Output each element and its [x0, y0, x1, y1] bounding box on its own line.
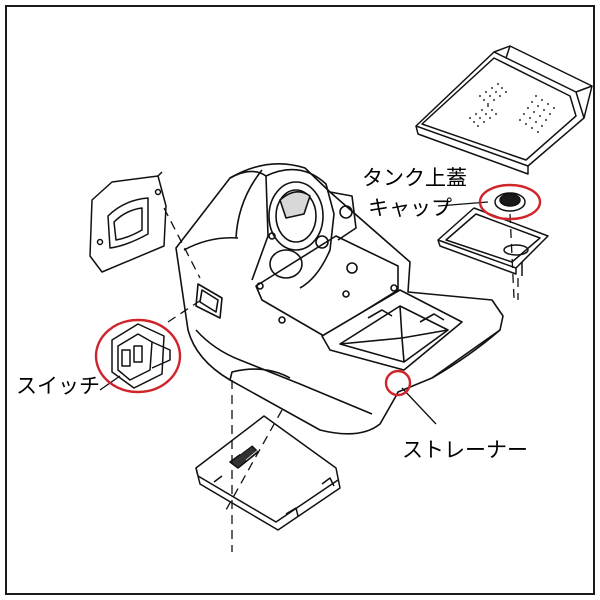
side-plate — [89, 171, 167, 273]
mesh-dots — [468, 82, 556, 134]
tank-lid-tray — [415, 45, 593, 175]
tank-lid-label: タンク上蓋 — [362, 166, 467, 190]
cap-highlight-circle — [478, 183, 542, 221]
switch-label: スイッチ — [16, 374, 100, 398]
frame-border — [5, 5, 595, 595]
cap-plate — [437, 207, 549, 276]
highlight-circles — [94, 183, 542, 397]
strainer-highlight-circle — [384, 369, 412, 397]
heater-body — [175, 162, 504, 435]
switch-part — [111, 323, 171, 389]
switch-highlight-circle — [94, 318, 182, 394]
tank-cap-part — [494, 192, 526, 212]
cap-label: キャップ — [368, 196, 452, 220]
strainer-label: ストレーナー — [402, 438, 528, 462]
assembly-lines — [163, 207, 519, 552]
bottom-plate — [195, 415, 341, 531]
